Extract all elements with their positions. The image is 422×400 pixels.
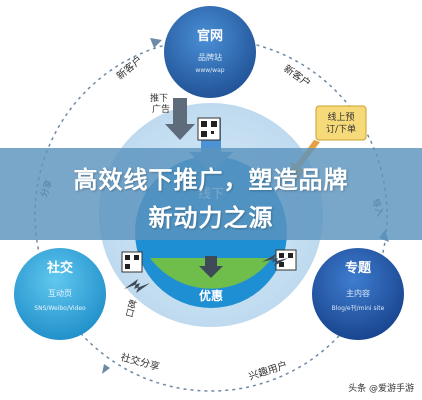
node-right-circle: [312, 248, 404, 340]
arrow-to-center-bottom: [199, 256, 223, 278]
node-left-sub2: SNS/Weibo/Video: [34, 305, 86, 312]
qr-code-right: [275, 249, 297, 271]
label-social-share: 社交分享: [119, 350, 161, 373]
node-top-circle: [164, 6, 256, 98]
qr-code-left: [121, 251, 143, 273]
cycle-arrowhead-top-left: [150, 38, 162, 48]
banner-title-line1: 高效线下推广，塑造品牌: [73, 166, 349, 194]
arrow-to-left-node: [124, 279, 150, 293]
banner-title-line2: 新动力之源: [148, 204, 274, 232]
qr-code-top: [197, 117, 221, 141]
node-left-sub1: 互动页: [48, 288, 72, 298]
node-top-title: 官网: [197, 28, 223, 44]
push-label-2: 广告: [152, 103, 170, 115]
node-right-sub2: Blog/e刊/mini site: [332, 304, 385, 312]
node-right-sub1: 主内容: [346, 288, 370, 298]
online-order-box: [315, 105, 367, 141]
online-order-line2: 订/下单: [326, 123, 356, 135]
node-top-sub1: 品牌站: [198, 52, 222, 62]
title-banner: [0, 148, 422, 240]
node-right-title: 专题: [345, 260, 372, 276]
cycle-arrowhead-bottom: [102, 364, 110, 374]
portal-label: 口碑: [123, 298, 139, 319]
label-new-customer-left: 新客户: [114, 53, 145, 82]
push-label-1: 推下: [150, 92, 168, 104]
watermark: 头条 @爱游手游: [348, 384, 414, 394]
arrow-to-right-qr: [262, 254, 288, 266]
online-order-line1: 线上预: [327, 111, 354, 123]
node-left-title: 社交: [46, 260, 73, 276]
node-top-sub2: www/wap: [195, 67, 224, 74]
label-new-customer-right: 新客户: [281, 62, 313, 90]
node-left-circle: [14, 248, 106, 340]
center-bottom-label: 优惠: [199, 288, 223, 303]
label-interest-user: 兴趣用户: [247, 358, 289, 383]
push-arrow: [165, 98, 195, 140]
